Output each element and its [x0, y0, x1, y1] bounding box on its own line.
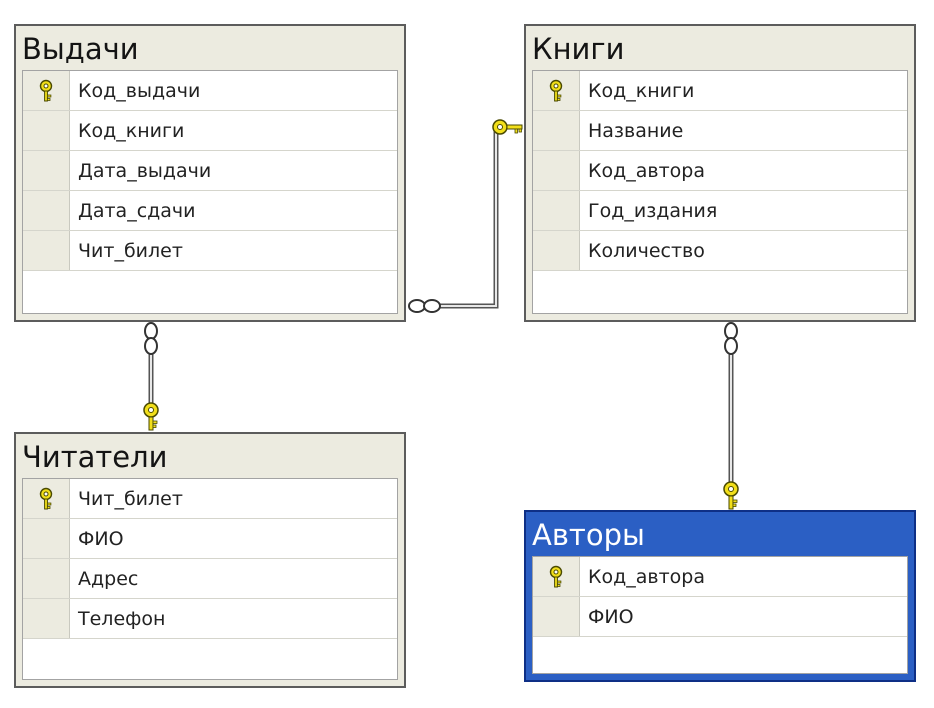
- column-grid: Код_выдачи Код_книги Дата_выдачи Дата_сд…: [22, 70, 398, 314]
- column-row[interactable]: Телефон: [23, 599, 397, 639]
- column-row[interactable]: Код_книги: [533, 71, 907, 111]
- column-row[interactable]: Год_издания: [533, 191, 907, 231]
- key-icon: [143, 402, 159, 431]
- key-icon: [39, 79, 53, 101]
- key-icon: [723, 481, 739, 510]
- column-grid: Код_книги Название Код_автора Год_издани…: [532, 70, 908, 314]
- row-selector[interactable]: [533, 151, 580, 190]
- row-selector[interactable]: [23, 151, 70, 190]
- row-selector[interactable]: [23, 519, 70, 558]
- row-selector[interactable]: [23, 71, 70, 110]
- column-row[interactable]: Дата_сдачи: [23, 191, 397, 231]
- column-name: Чит_билет: [78, 240, 183, 262]
- row-selector[interactable]: [533, 557, 580, 596]
- relationship-vydachi-chitateli[interactable]: [143, 322, 159, 431]
- column-name: Код_автора: [588, 566, 705, 588]
- table-chitateli[interactable]: Читатели Чит_билет ФИО Адрес Т: [14, 432, 406, 688]
- column-name: Чит_билет: [78, 488, 183, 510]
- row-selector[interactable]: [23, 191, 70, 230]
- relationship-line: [440, 124, 508, 309]
- infinity-icon: [724, 322, 738, 355]
- row-selector[interactable]: [533, 597, 580, 636]
- column-name: Код_книги: [588, 80, 695, 102]
- table-title: Выдачи: [22, 32, 139, 66]
- row-selector[interactable]: [23, 559, 70, 598]
- column-name: Название: [588, 120, 684, 142]
- infinity-icon: [408, 299, 441, 313]
- column-row[interactable]: Адрес: [23, 559, 397, 599]
- row-selector[interactable]: [23, 111, 70, 150]
- column-name: Количество: [588, 240, 705, 262]
- column-name: Дата_сдачи: [78, 200, 196, 222]
- column-row[interactable]: Дата_выдачи: [23, 151, 397, 191]
- column-row[interactable]: Код_книги: [23, 111, 397, 151]
- table-vydachi[interactable]: Выдачи Код_выдачи Код_книги Дата_выдачи: [14, 24, 406, 322]
- row-selector[interactable]: [23, 231, 70, 270]
- column-name: Год_издания: [588, 200, 718, 222]
- column-row[interactable]: Код_выдачи: [23, 71, 397, 111]
- table-title: Авторы: [532, 518, 645, 552]
- column-name: Адрес: [78, 568, 139, 590]
- table-knigi[interactable]: Книги Код_книги Название Код_автора: [524, 24, 916, 322]
- relationship-vydachi-knigi[interactable]: [408, 119, 523, 313]
- key-icon: [549, 565, 563, 587]
- column-name: ФИО: [78, 528, 124, 550]
- row-selector[interactable]: [533, 111, 580, 150]
- column-row[interactable]: Чит_билет: [23, 479, 397, 519]
- relationship-knigi-avtory[interactable]: [723, 322, 739, 510]
- column-name: Код_книги: [78, 120, 185, 142]
- infinity-icon: [144, 322, 158, 355]
- table-title: Читатели: [22, 440, 168, 474]
- column-row[interactable]: Код_автора: [533, 557, 907, 597]
- column-name: Дата_выдачи: [78, 160, 212, 182]
- key-icon: [39, 487, 53, 509]
- row-selector[interactable]: [533, 191, 580, 230]
- column-row[interactable]: Количество: [533, 231, 907, 271]
- column-name: Телефон: [78, 608, 166, 630]
- column-row[interactable]: Чит_билет: [23, 231, 397, 271]
- key-icon: [549, 79, 563, 101]
- row-selector[interactable]: [23, 599, 70, 638]
- column-name: Код_выдачи: [78, 80, 201, 102]
- row-selector[interactable]: [533, 71, 580, 110]
- table-title: Книги: [532, 32, 625, 66]
- column-grid: Чит_билет ФИО Адрес Телефон: [22, 478, 398, 680]
- column-row[interactable]: Название: [533, 111, 907, 151]
- row-selector[interactable]: [23, 479, 70, 518]
- table-avtory[interactable]: Авторы Код_автора ФИО: [524, 510, 916, 682]
- row-selector[interactable]: [533, 231, 580, 270]
- column-name: ФИО: [588, 606, 634, 628]
- column-row[interactable]: ФИО: [23, 519, 397, 559]
- key-icon: [492, 119, 523, 135]
- column-name: Код_автора: [588, 160, 705, 182]
- column-row[interactable]: Код_автора: [533, 151, 907, 191]
- column-row[interactable]: ФИО: [533, 597, 907, 637]
- column-grid: Код_автора ФИО: [532, 556, 908, 674]
